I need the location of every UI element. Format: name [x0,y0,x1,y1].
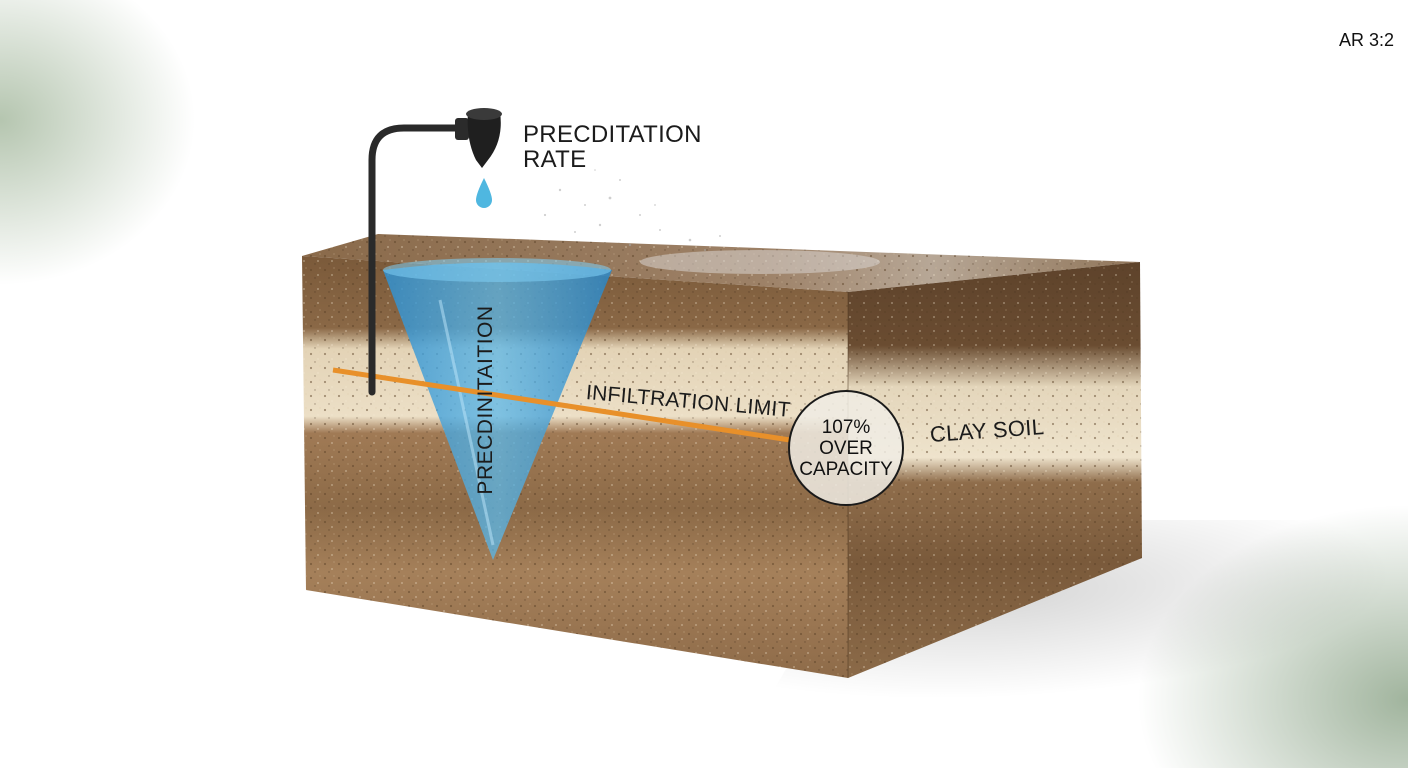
spray-particles [543,169,721,251]
infiltration-limit-line [332,367,791,443]
sensor-head-icon [455,108,502,168]
capacity-line-capacity: CAPACITY [799,458,893,480]
aspect-ratio-label: AR 3:2 [1338,30,1394,50]
water-drop-icon [476,178,492,208]
spray-patch [640,250,880,274]
capacity-line-over: OVER [819,437,873,459]
precipitation-rate-label: PRECDITATION RATE [523,121,702,173]
capacity-value: 107% [821,416,871,438]
water-cone [383,262,612,560]
sensor-pipe [368,124,464,396]
cone-vertical-label: PRECDINITAITION [474,305,497,495]
capacity-badge: 107% OVER CAPACITY [788,390,904,506]
